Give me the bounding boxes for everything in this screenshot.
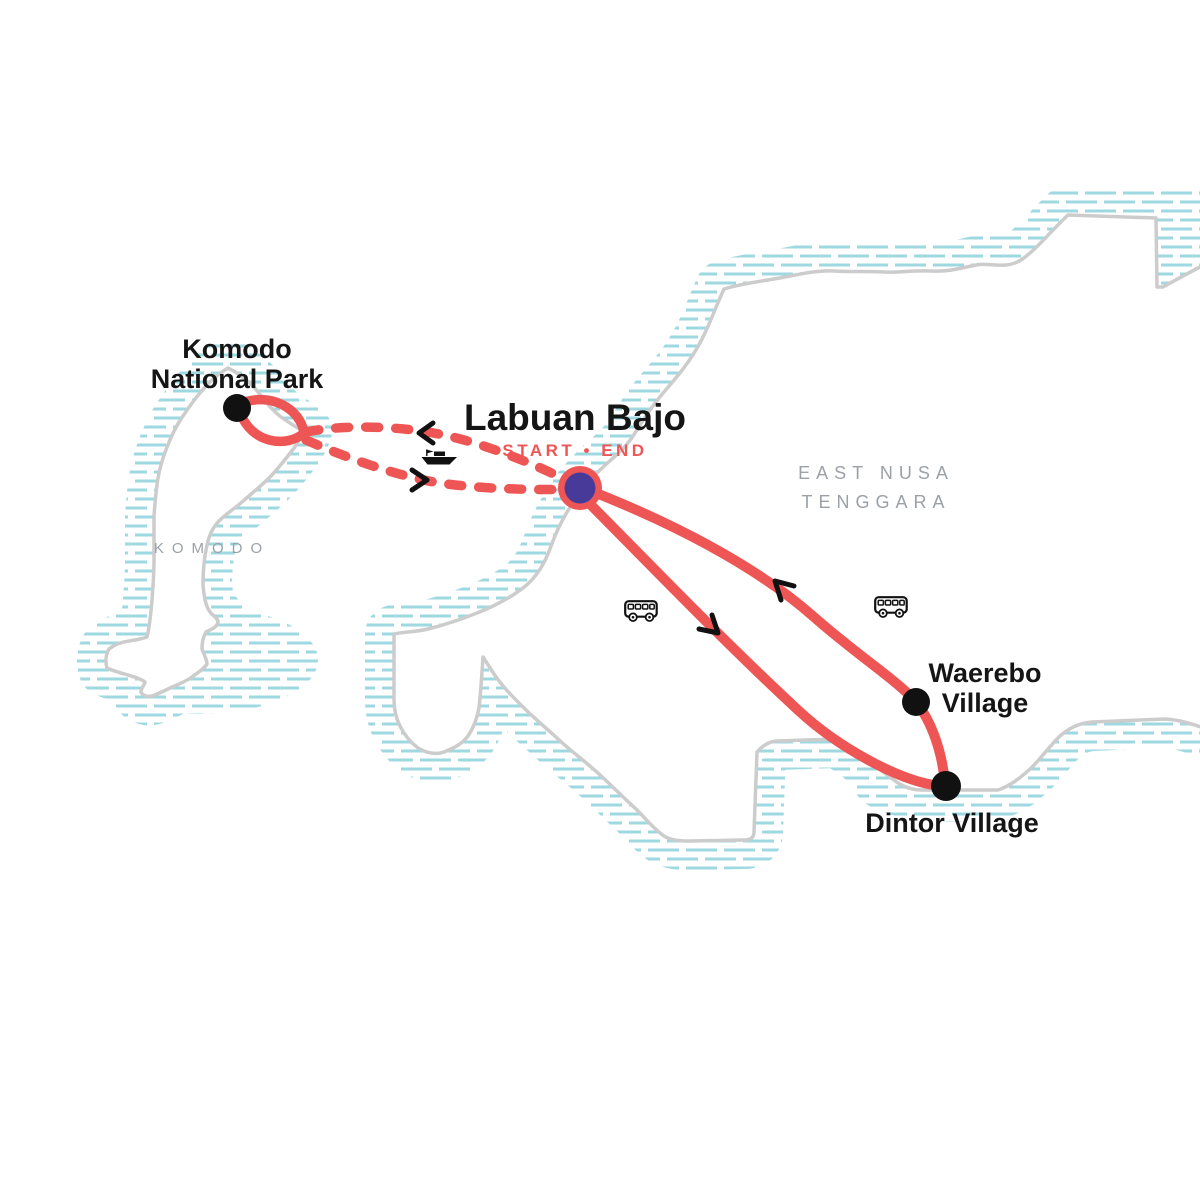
chevron-arrow-icon-west <box>416 420 436 446</box>
route-boat-dashed-south <box>301 435 581 495</box>
region-label-province-line1: EAST NUSA <box>798 463 954 483</box>
label-labuan-bajo: Labuan Bajo <box>464 397 686 438</box>
chevron-arrow-icon-east <box>409 467 430 493</box>
stop-marker-dintor-village <box>931 771 961 801</box>
route-boat-dashed-north <box>301 422 581 491</box>
region-labels: EAST NUSA TENGGARA KOMODO <box>154 463 954 557</box>
chevron-arrow-icon-northwest <box>772 578 797 603</box>
place-labels: Komodo National Park Labuan Bajo Waerebo… <box>151 334 1042 838</box>
start-end-marker-labuan-bajo <box>564 472 596 504</box>
direction-arrows <box>409 420 797 636</box>
label-komodo-national-park-line1: Komodo <box>182 334 291 364</box>
region-label-province-line2: TENGGARA <box>801 492 950 512</box>
markers <box>223 394 961 801</box>
region-label-komodo-island: KOMODO <box>154 540 270 557</box>
label-komodo-national-park-line2: National Park <box>151 364 325 394</box>
stop-marker-waerebo-village <box>902 688 930 716</box>
label-waerebo-village-line2: Village <box>942 688 1029 718</box>
route-bus-to-dintor <box>575 489 946 791</box>
stop-marker-komodo-national-park <box>223 394 251 422</box>
label-dintor-village: Dintor Village <box>865 808 1039 838</box>
route-komodo-loop-lower <box>235 407 309 447</box>
label-waerebo-village-line1: Waerebo <box>928 658 1041 688</box>
route-bus-via-waerebo <box>581 484 950 788</box>
boat-icon <box>420 448 458 466</box>
route-lines <box>235 394 950 791</box>
chevron-arrow-icon-southeast <box>696 612 721 636</box>
label-start-end: START • END <box>502 441 647 460</box>
